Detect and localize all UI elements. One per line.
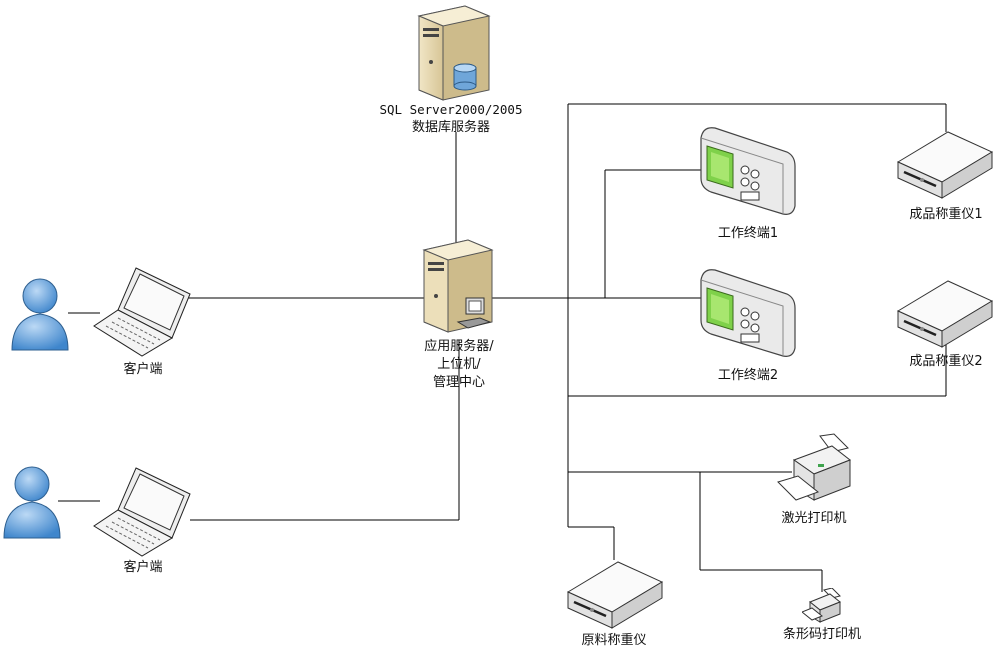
user-person-icon xyxy=(11,278,69,351)
scale-1-label: 成品称重仪1 xyxy=(909,207,983,222)
scale-2-label: 成品称重仪2 xyxy=(909,354,983,369)
db-server-label-line1: SQL Server2000/2005 xyxy=(379,102,523,117)
laptop-icon xyxy=(93,267,191,357)
weighing-scale-icon xyxy=(896,131,994,199)
user-person-icon xyxy=(3,466,61,539)
terminal-2-label: 工作终端2 xyxy=(717,368,779,383)
application-server-icon xyxy=(422,239,494,333)
app-server-label-line1: 应用服务器/ xyxy=(424,339,494,354)
barcode-printer-icon xyxy=(802,588,841,623)
app-server-label-line2: 上位机/ xyxy=(437,357,481,372)
barcode-printer-label: 条形码打印机 xyxy=(782,627,862,642)
client-top-label: 客户端 xyxy=(123,362,163,377)
laser-printer-label: 激光打印机 xyxy=(781,511,847,526)
database-server-icon xyxy=(417,5,491,101)
client-bottom-label: 客户端 xyxy=(123,560,163,575)
laptop-icon xyxy=(93,467,191,557)
app-server-label-line3: 管理中心 xyxy=(432,375,486,390)
raw-scale-label: 原料称重仪 xyxy=(581,633,647,648)
work-terminal-icon xyxy=(700,127,796,215)
work-terminal-icon xyxy=(700,269,796,357)
laser-printer-icon xyxy=(777,433,852,501)
weighing-scale-icon xyxy=(896,280,994,348)
terminal-1-label: 工作终端1 xyxy=(717,226,779,241)
db-server-label-line2: 数据库服务器 xyxy=(411,120,491,135)
weighing-scale-icon xyxy=(566,561,664,629)
